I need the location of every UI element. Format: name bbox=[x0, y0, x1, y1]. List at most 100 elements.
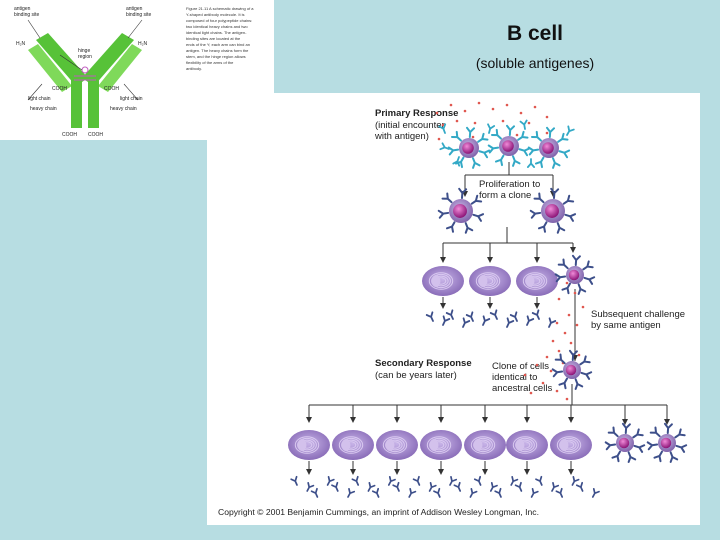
antibody-icon bbox=[555, 487, 564, 498]
antigen-dot bbox=[519, 111, 523, 115]
subsequent-challenge-line-1: Subsequent challenge bbox=[591, 309, 685, 320]
antigen-dot bbox=[557, 349, 561, 353]
antigen-dot bbox=[545, 131, 549, 135]
antigen-particles bbox=[435, 101, 585, 401]
receptor-icon bbox=[477, 132, 489, 143]
receptor-icon bbox=[527, 146, 540, 156]
antigen-dot bbox=[437, 137, 441, 141]
receptor-icon bbox=[632, 428, 644, 439]
b-cell bbox=[551, 349, 593, 390]
antigen-dot bbox=[471, 135, 475, 139]
antibody-icon bbox=[462, 317, 471, 328]
antigen-dot bbox=[551, 339, 555, 343]
slide-title: B cell bbox=[506, 22, 564, 45]
receptor-icon bbox=[472, 213, 485, 222]
antibody-icon bbox=[387, 475, 396, 486]
receptor-icon bbox=[653, 450, 663, 463]
antigen-site-left-label-2: binding site bbox=[14, 12, 40, 18]
antigen-site-left-label: antigen bbox=[14, 6, 31, 12]
antibody-right-arm bbox=[82, 33, 142, 92]
antigen-dot bbox=[569, 341, 573, 345]
antibody-stem bbox=[71, 78, 99, 128]
antibody-icon bbox=[452, 156, 461, 167]
heavy-chain-right-label: heavy chain bbox=[110, 106, 137, 112]
antibody-icon bbox=[439, 142, 450, 151]
antibody-icon bbox=[469, 487, 478, 498]
proliferation-line-1: Proliferation to bbox=[479, 179, 540, 190]
receptor-icon bbox=[518, 147, 531, 157]
antigen-dot bbox=[555, 321, 559, 325]
receptor-icon bbox=[441, 192, 453, 204]
receptor-icon bbox=[557, 132, 569, 143]
receptor-icon bbox=[627, 451, 637, 463]
antigen-dot bbox=[581, 305, 585, 309]
receptor-icon bbox=[674, 428, 686, 439]
antibody-icon bbox=[514, 481, 523, 492]
receptor-icon bbox=[537, 221, 548, 233]
cooh-bottom-left-label: COOH bbox=[62, 132, 77, 138]
antigen-dot bbox=[545, 355, 549, 359]
antibody-icon bbox=[566, 125, 575, 136]
b-cell bbox=[447, 126, 491, 169]
antibody-caption-line: ends of the Y; each arm can bind an bbox=[186, 42, 250, 47]
receptor-icon bbox=[604, 441, 617, 451]
plasma-cell bbox=[516, 266, 558, 296]
receptor-icon bbox=[470, 194, 483, 205]
antigen-dot bbox=[565, 397, 569, 401]
antibody-caption-line: Figure 21.11 A schematic drawing of a bbox=[186, 6, 254, 11]
receptor-icon bbox=[478, 149, 491, 159]
antigen-dot bbox=[555, 389, 559, 393]
antibody-icon bbox=[367, 481, 376, 492]
clone-identical-line-3: ancestral cells bbox=[492, 383, 552, 394]
subsequent-challenge-line-2: by same antigen bbox=[591, 320, 661, 331]
antibody-icon bbox=[428, 481, 437, 492]
antigen-dot bbox=[535, 363, 539, 367]
antigen-dot bbox=[573, 291, 577, 295]
antibody-icon bbox=[442, 315, 451, 326]
receptor-icon bbox=[517, 130, 529, 141]
antigen-dot bbox=[533, 105, 537, 109]
receptor-icon bbox=[546, 126, 556, 139]
hinge-label-2: region bbox=[78, 54, 92, 60]
receptor-icon bbox=[607, 426, 619, 438]
antibody-icon bbox=[509, 311, 518, 322]
antibody-icon bbox=[510, 475, 519, 486]
antibody-icon bbox=[489, 309, 498, 320]
antigen-dot bbox=[463, 109, 467, 113]
plasma-cell bbox=[550, 430, 592, 460]
antibody-icon bbox=[445, 309, 454, 320]
cooh-right-label: COOH bbox=[104, 86, 119, 92]
antigen-dot bbox=[515, 133, 519, 137]
primary-response-title: Primary Response bbox=[375, 108, 458, 119]
light-chain-left-label: light chain bbox=[28, 96, 51, 102]
receptor-icon bbox=[561, 282, 571, 295]
receptor-icon bbox=[437, 209, 450, 219]
plasma-cell bbox=[376, 430, 418, 460]
antibody-icon bbox=[449, 475, 458, 486]
antibody-caption-line: antigen. The heavy chains form the bbox=[186, 48, 249, 53]
antigen-site-right-label: antigen bbox=[126, 6, 143, 12]
antigen-dot bbox=[563, 331, 567, 335]
antibody-icon bbox=[571, 475, 580, 486]
receptor-icon bbox=[675, 444, 688, 453]
bcell-response-diagram: Primary Response (initial encounter with… bbox=[218, 101, 688, 517]
receptor-icon bbox=[534, 156, 545, 169]
antibody-icon bbox=[489, 481, 498, 492]
cell-layer bbox=[288, 124, 688, 463]
receptor-icon bbox=[450, 130, 462, 142]
b-cell bbox=[527, 126, 571, 169]
antibody-icon bbox=[487, 123, 496, 134]
h2n-left-label: H₂N bbox=[16, 41, 26, 47]
plasma-cell bbox=[288, 430, 330, 460]
antibody-caption-line: composed of four polypeptide chains: bbox=[186, 18, 252, 23]
antibody-caption-line: stem, and the hinge region allows bbox=[186, 54, 246, 59]
antibody-icon bbox=[331, 481, 339, 492]
antigen-dot bbox=[505, 103, 509, 107]
receptor-icon bbox=[557, 258, 569, 270]
receptor-icon bbox=[464, 222, 474, 234]
receptor-icon bbox=[506, 124, 516, 137]
antigen-dot bbox=[435, 111, 439, 115]
antigen-dot bbox=[565, 281, 569, 285]
antibody-figure-panel: antigen binding site antigen binding sit… bbox=[0, 0, 274, 140]
receptor-icon bbox=[611, 450, 621, 463]
